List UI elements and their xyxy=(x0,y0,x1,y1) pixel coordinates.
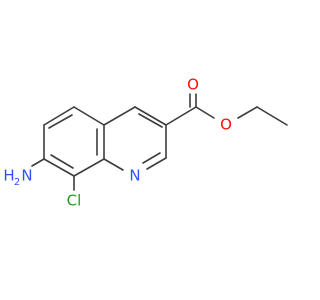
bond xyxy=(31,158,45,167)
bond xyxy=(195,106,215,119)
substituent-bonds xyxy=(31,93,288,191)
bond xyxy=(43,106,75,126)
ester-oxygen-label: O xyxy=(220,116,232,134)
bond xyxy=(43,158,75,177)
bond xyxy=(103,158,124,171)
bond xyxy=(134,106,167,126)
structure-canvas: N O O Cl H 2 N xyxy=(3,75,288,210)
bond xyxy=(142,152,161,164)
bond xyxy=(50,154,74,169)
bond xyxy=(146,157,167,170)
amino-group-label: H 2 N xyxy=(3,167,32,189)
chlorine-label: Cl xyxy=(67,192,82,210)
bond xyxy=(73,106,105,126)
ring-nitrogen-label: N xyxy=(129,167,140,185)
bond xyxy=(48,114,73,129)
amine-hydrogen-subscript: 2 xyxy=(14,177,20,188)
carbonyl-oxygen-label: O xyxy=(187,76,199,94)
bond xyxy=(138,113,163,128)
bond xyxy=(103,106,136,126)
molecule-drawing: N O O Cl H 2 N xyxy=(3,76,288,210)
amine-nitrogen-label: N xyxy=(21,167,32,185)
bond xyxy=(256,106,288,126)
amine-hydrogen-label: H xyxy=(3,167,14,185)
ring-bonds xyxy=(43,106,167,177)
bond xyxy=(237,106,258,119)
bond xyxy=(165,106,197,126)
bond xyxy=(73,158,105,177)
